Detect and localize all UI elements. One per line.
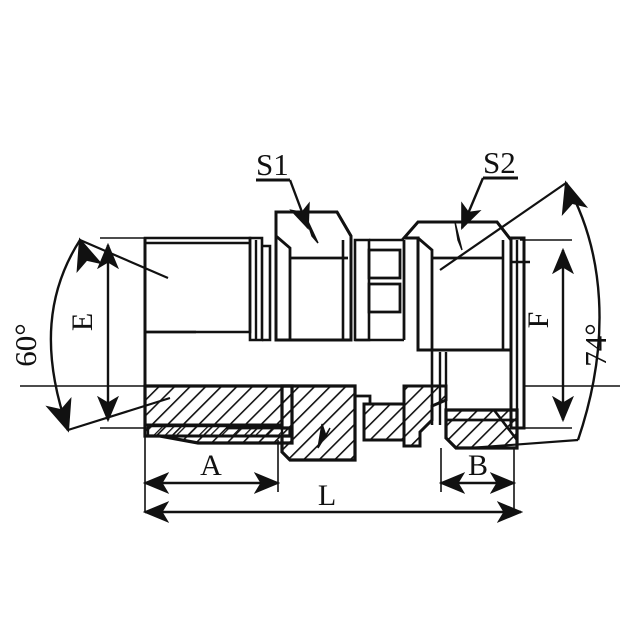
hex-nut-s1 (274, 210, 353, 342)
angle-arc-74 (439, 180, 601, 450)
left-thread-collar (248, 236, 272, 342)
callout-label-S2: S2 (483, 145, 516, 180)
dimension-label-F: F (522, 312, 555, 329)
dimension-label-L: L (318, 479, 336, 512)
callout-S1-leader (256, 178, 310, 231)
dimension-label-A: A (200, 449, 222, 482)
dimension-label-E: E (66, 313, 99, 331)
center-thread-block (353, 238, 406, 342)
callout-label-S1: S1 (256, 147, 289, 182)
callout-S2-leader (460, 176, 518, 231)
section-pointer-arrows (304, 214, 463, 449)
section-right-cone (444, 408, 519, 450)
section-right-step (402, 384, 448, 448)
dimension-E (97, 237, 148, 429)
section-center-body (226, 384, 357, 462)
section-inner-step (355, 394, 406, 442)
dimension-A (142, 436, 281, 512)
hex-nut-s2 (400, 220, 513, 352)
angle-arc-60 (45, 237, 171, 433)
angle-label-60: 60° (8, 323, 43, 366)
angle-label-74: 74° (578, 323, 613, 366)
dimension-F (520, 239, 574, 429)
dimension-label-B: B (468, 449, 488, 482)
section-left-body (143, 384, 294, 445)
